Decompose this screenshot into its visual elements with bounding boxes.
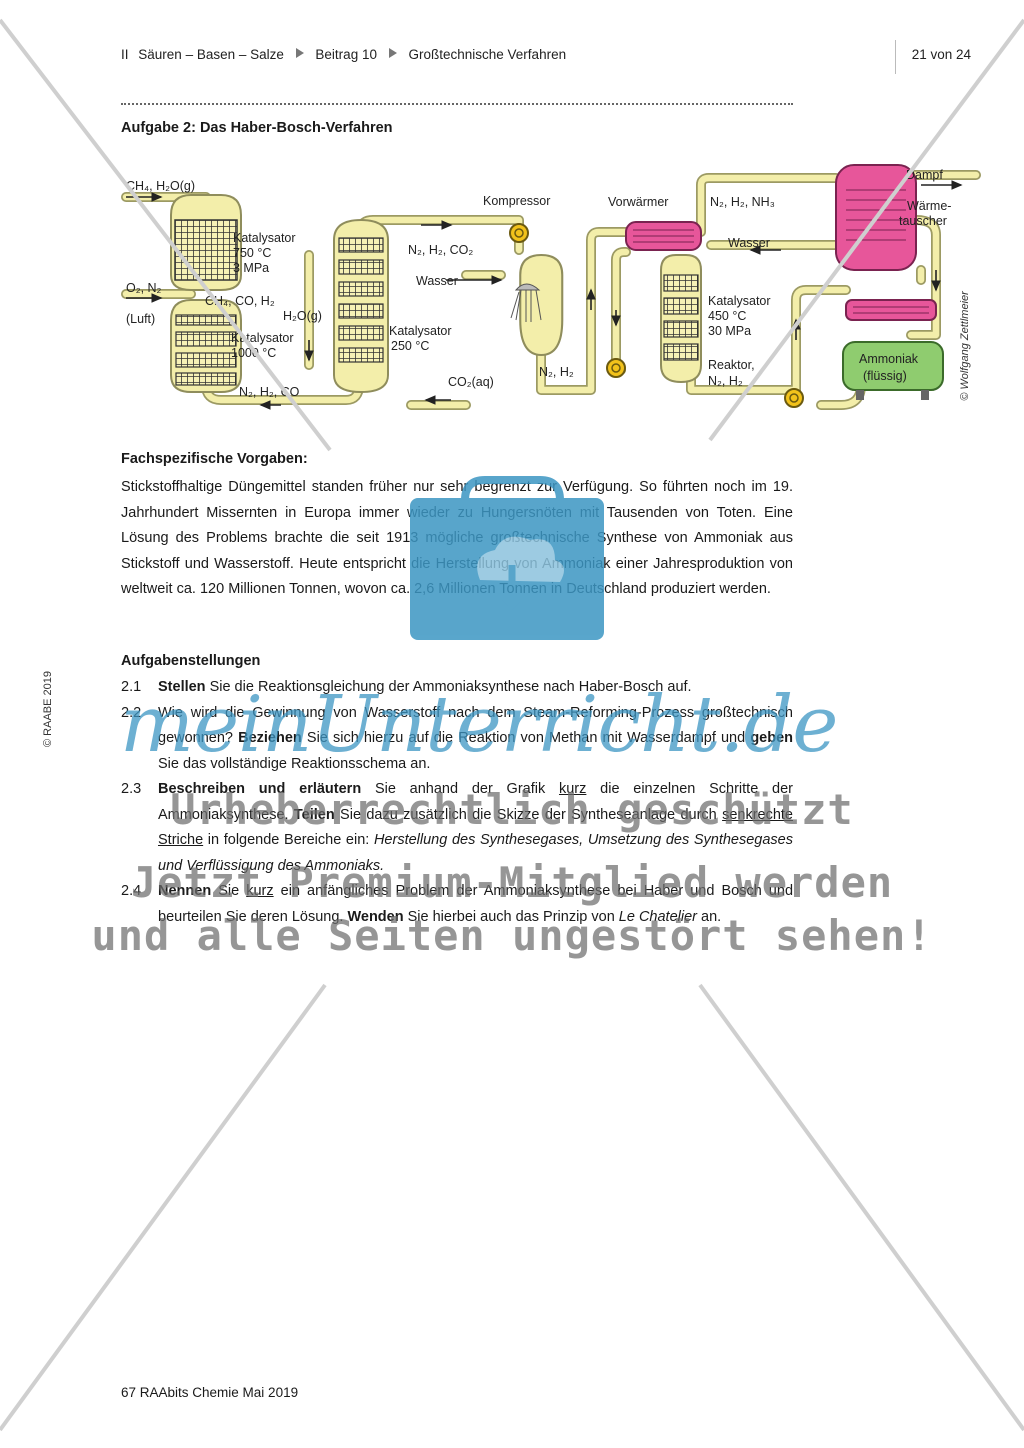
task-text: Sie hierbei auch das Prinzip von: [403, 908, 619, 925]
label-hx1: Wärme-: [907, 199, 951, 213]
label-bottom-gas: N₂, H₂, CO: [239, 385, 300, 399]
breadcrumb: II Säuren – Basen – Salze Beitrag 10 Gro…: [121, 47, 572, 62]
co2-scrubber: [510, 253, 564, 357]
label-cat4: Katalysator: [708, 294, 771, 308]
page-footer: 67 RAAbits Chemie Mai 2019: [121, 1385, 299, 1400]
task-item: 2.4 Nennen Sie kurz ein anfängliches Pro…: [121, 879, 793, 930]
task-verb: Nennen: [158, 883, 212, 899]
task-text: Sie sich hierzu auf die Reaktion von Met…: [301, 730, 751, 746]
section-title-fach: Fachspezifische Vorgaben:: [121, 451, 308, 467]
dotted-separator: [121, 103, 793, 105]
task-text: Sie: [211, 883, 247, 899]
task-underline: kurz: [558, 781, 587, 797]
label-cat2-temp: 1000 °C: [231, 346, 276, 360]
side-copyright: © RAABE 2019: [41, 671, 54, 747]
task-item: 2.2 Wie wird die Gewinnung von Wassersto…: [121, 701, 793, 778]
label-cat4-temp: 450 °C: [708, 309, 746, 323]
task-verb: Teilen: [293, 806, 335, 823]
task-verb: Stellen: [158, 679, 206, 695]
task-verb: Beschreiben und erläutern: [158, 781, 362, 797]
compressor-icon: [509, 223, 529, 243]
preheater: [625, 221, 702, 251]
pump-icon: [606, 358, 626, 378]
label-cat4-press: 30 MPa: [708, 324, 751, 338]
task-list: 2.1 Stellen Sie die Reaktionsgleichung d…: [121, 675, 793, 930]
primary-reformer: [170, 194, 242, 291]
task-underline: kurz: [246, 883, 274, 899]
task-text: Sie anhand der Grafik: [361, 781, 559, 797]
section-title-tasks: Aufgabenstellungen: [121, 653, 261, 669]
task-text: die einzelnen Schritte der Ammoniaksynth…: [158, 781, 793, 823]
label-cat2: Katalysator: [231, 331, 294, 345]
label-ammonia1: Ammoniak: [859, 352, 919, 366]
task-underline: senkrechte Striche: [158, 806, 793, 849]
task-verb: Wenden: [347, 908, 404, 925]
breadcrumb-part: Beitrag 10: [315, 47, 377, 62]
label-cat3: Katalysator: [389, 324, 452, 338]
label-gas4: N₂, H₂, NH₃: [710, 195, 775, 209]
task-item: 2.3 Beschreiben und erläutern Sie anhand…: [121, 777, 793, 879]
page-header: II Säuren – Basen – Salze Beitrag 10 Gro…: [121, 47, 971, 67]
task-text: ein anfängliches Problem der Ammoniaksyn…: [158, 883, 794, 925]
label-cat1-press: 3 MPa: [233, 261, 269, 275]
triangle-right-icon: [388, 48, 397, 58]
label-cat1: Katalysator: [233, 231, 296, 245]
pump-icon: [784, 388, 804, 408]
label-co2: CO₂(aq): [448, 375, 494, 389]
task-number: 2.3: [121, 781, 142, 797]
label-compressor: Kompressor: [483, 194, 550, 208]
task-text: an.: [696, 908, 722, 925]
header-divider: [895, 40, 896, 74]
task-text: in folgende Bereiche ein:: [203, 832, 374, 848]
label-air2: (Luft): [126, 312, 155, 326]
label-water-vapor: H₂O(g): [283, 309, 322, 323]
ammonia-reactor: [660, 254, 702, 384]
task-text: Sie die Reaktionsgleichung der Ammoniaks…: [205, 679, 692, 695]
label-feed-top: CH₄, H₂O(g): [126, 179, 195, 193]
label-mid-gas: CH₄, CO, H₂: [205, 294, 275, 308]
label-water: Wasser: [416, 274, 458, 288]
task-text: Sie dazu zusätzlich die Skizze der Synth…: [334, 806, 723, 823]
task-italic: Herstellung des Synthesegases, Umsetzung…: [158, 832, 793, 874]
label-preheater: Vorwärmer: [608, 195, 668, 209]
image-credit: © Wolfgang Zettlmeier: [958, 291, 971, 401]
task-title: Aufgabe 2: Das Haber-Bosch-Verfahren: [121, 120, 393, 136]
condenser: [845, 299, 937, 321]
label-steam: Dampf: [906, 168, 943, 182]
label-reactor-gas: N₂, H₂: [708, 374, 743, 388]
task-number: 2.4: [121, 883, 142, 899]
shift-converter: [333, 218, 389, 394]
section-text-fach: Stickstoffhaltige Düngemittel standen fr…: [121, 479, 793, 597]
task-item: 2.1 Stellen Sie die Reaktionsgleichung d…: [121, 675, 793, 701]
label-cat3-temp: 250 °C: [391, 339, 429, 353]
task-italic: Le Chatelier: [618, 908, 697, 925]
label-gas2: N₂, H₂, CO₂: [408, 243, 473, 257]
task-verb: Beziehen: [238, 730, 302, 746]
page-number: 21 von 24: [911, 47, 971, 62]
task-number: 2.1: [121, 679, 142, 695]
label-ammonia2: (flüssig): [863, 369, 907, 383]
task-text: Wie wird die Gewinnung von Wasserstoff n…: [158, 704, 793, 747]
label-gas3: N₂, H₂: [539, 365, 574, 379]
breadcrumb-part: Säuren – Basen – Salze: [138, 47, 284, 62]
label-reactor: Reaktor,: [708, 358, 755, 372]
triangle-right-icon: [295, 48, 304, 58]
breadcrumb-part: Großtechnische Verfahren: [408, 47, 567, 62]
haber-bosch-diagram: CH₄, H₂O(g) Katalysator 750 °C 3 MPa O₂,…: [121, 164, 981, 410]
label-air: O₂, N₂: [126, 281, 162, 295]
task-verb: geben: [750, 730, 794, 746]
breadcrumb-part: II: [121, 47, 129, 62]
label-cat1-temp: 750 °C: [233, 246, 271, 260]
label-hx2: tauscher: [899, 214, 947, 228]
label-water2: Wasser: [728, 236, 770, 250]
task-number: 2.2: [121, 704, 142, 721]
task-text: Sie das vollständige Reaktionsschema an.: [158, 755, 431, 772]
